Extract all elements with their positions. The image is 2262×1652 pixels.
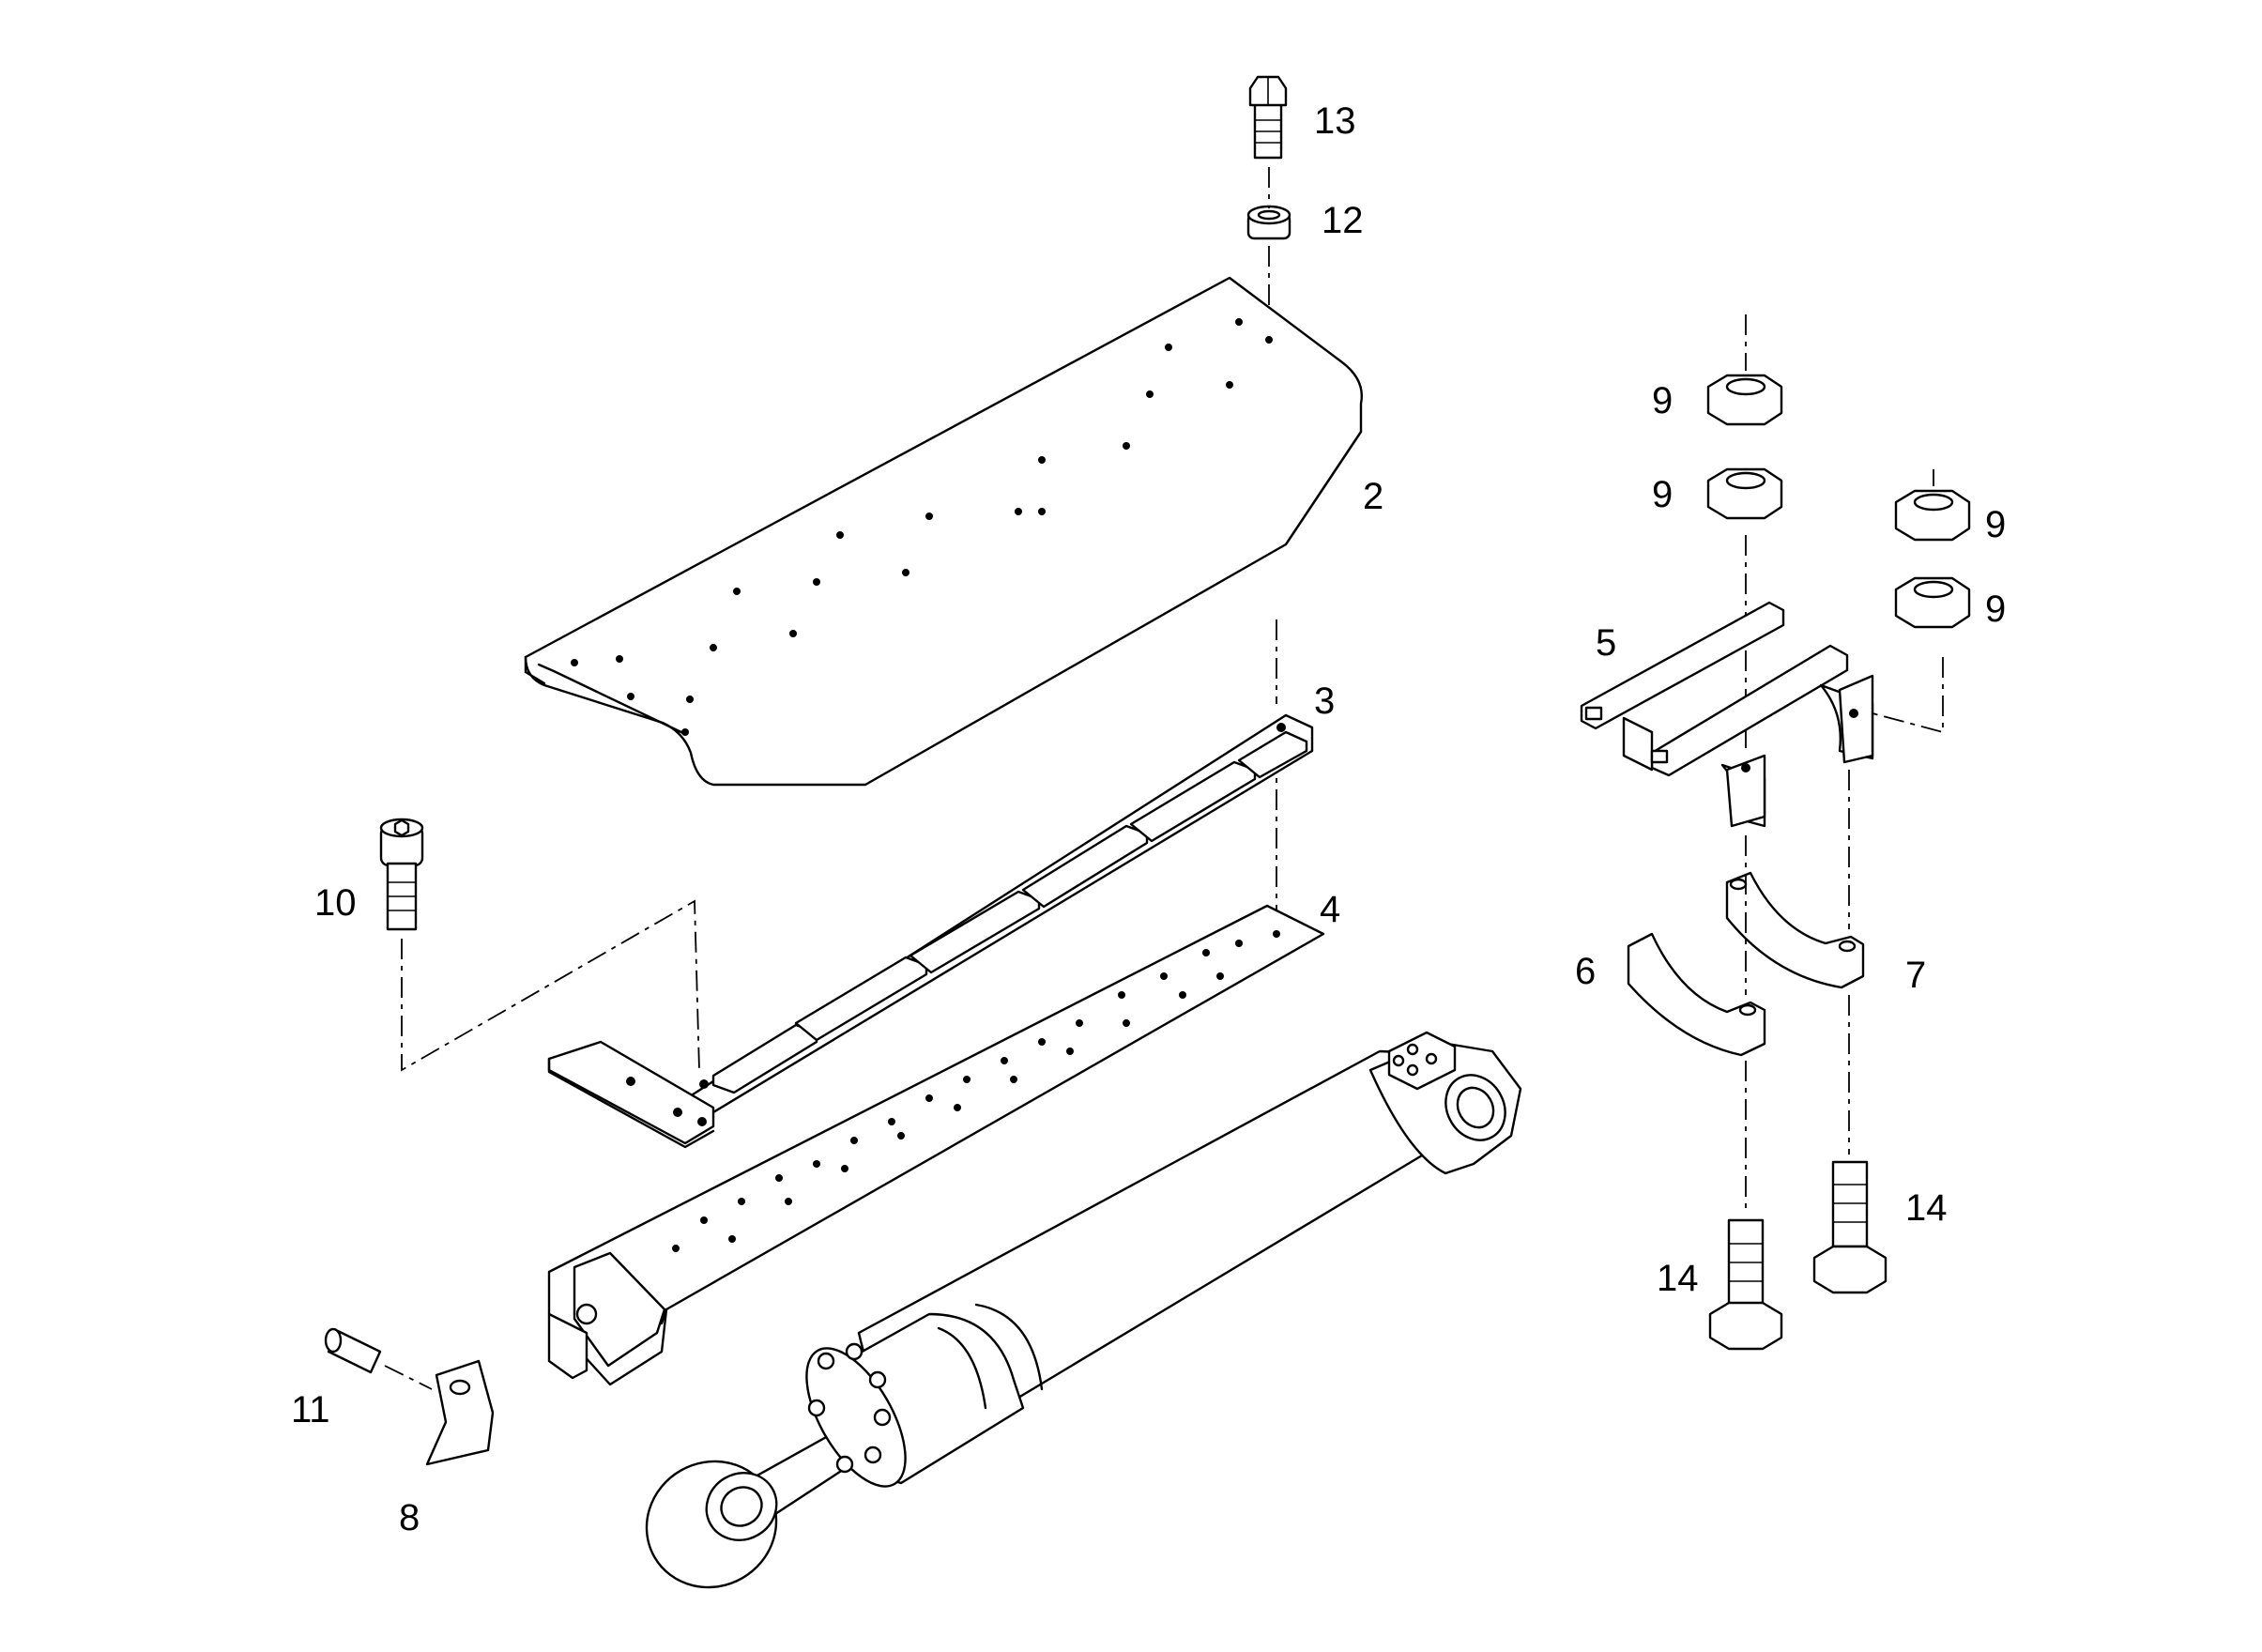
clamp-half-part-6: [1627, 932, 1766, 1057]
callout-labels: 13 12 2 3 4 10 11 8 9 9 9 9 5 6 7 14 14: [291, 100, 2006, 1538]
rail-part-3: [688, 713, 1314, 1119]
base-strip-part-4: [547, 904, 1325, 1386]
cap-screw-part-10: [379, 818, 424, 931]
callout-8: 8: [399, 1497, 420, 1538]
cover-plate-holes: [571, 318, 1273, 736]
callout-3: 3: [1314, 681, 1335, 722]
hex-nut-part-9-a: [1706, 374, 1783, 426]
hex-bolt-part-14-b: [1812, 1160, 1888, 1294]
pin-part-11: [324, 1327, 382, 1374]
hydraulic-cylinder: [645, 1031, 1522, 1589]
callout-10: 10: [314, 882, 357, 924]
cover-plate-part-2: [524, 276, 1363, 787]
callout-4: 4: [1320, 889, 1340, 930]
callout-5: 5: [1596, 622, 1616, 664]
callout-14-a: 14: [1657, 1258, 1699, 1299]
callout-12: 12: [1322, 200, 1364, 241]
clamp-half-part-7: [1725, 871, 1865, 989]
hex-bolt-part-14-a: [1708, 1218, 1783, 1351]
callout-7: 7: [1905, 955, 1926, 996]
hex-nut-part-9-c: [1894, 489, 1971, 542]
assembly-path-line: [401, 899, 700, 1072]
callout-13: 13: [1314, 100, 1356, 142]
washer-part-12: [1246, 205, 1291, 240]
hex-bolt-part-13: [1248, 75, 1288, 160]
callout-6: 6: [1575, 951, 1596, 992]
hex-nut-part-9-d: [1894, 576, 1971, 629]
hex-nut-part-9-b: [1706, 467, 1783, 520]
guide-frame-part-5: [1580, 601, 1874, 828]
wear-pads: [711, 730, 1308, 1094]
assembly-path-line: [1872, 657, 1944, 734]
base-strip-holes: [672, 930, 1280, 1252]
lug-part-8: [425, 1359, 495, 1466]
callout-9-a: 9: [1652, 380, 1673, 421]
callout-14-b: 14: [1905, 1187, 1948, 1229]
flange-bolts: [807, 1342, 892, 1474]
callout-9-c: 9: [1985, 504, 2006, 545]
callout-2: 2: [1363, 476, 1383, 517]
callout-11: 11: [291, 1389, 330, 1430]
mounting-bracket: [547, 1040, 715, 1149]
callout-9-b: 9: [1652, 474, 1673, 515]
assembly-axis-line: [384, 1365, 433, 1390]
callout-9-d: 9: [1985, 589, 2006, 630]
